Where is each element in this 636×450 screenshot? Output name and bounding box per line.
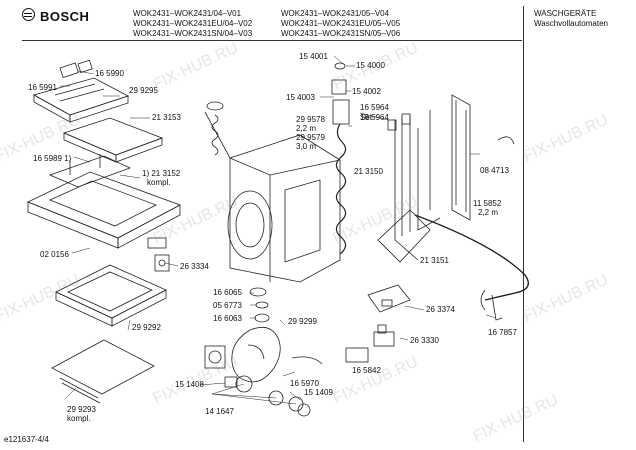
lid-panel	[51, 339, 155, 404]
model-line-4: WOK2431–WOK2431/05–V04	[281, 9, 390, 18]
subcategory-label: Waschvollautomaten	[534, 19, 608, 28]
brand-name: BOSCH	[40, 9, 90, 24]
part-label: 29 9299	[288, 317, 317, 326]
drain-hose	[414, 214, 529, 311]
model-line-2: WOK2431–WOK2431EU/04–V02	[133, 19, 253, 28]
model-line-6: WOK2431–WOK2431SN/05–V06	[281, 29, 401, 38]
category-label: WASCHGERÄTE	[534, 9, 597, 18]
header-divider	[22, 40, 522, 41]
mounting-bracket	[497, 136, 515, 145]
part-label: 16 5964	[360, 113, 389, 122]
part-label: 15 4001	[299, 52, 328, 61]
tub-assembly	[204, 111, 341, 283]
model-line-1: WOK2431–WOK2431/04–V01	[133, 9, 242, 18]
part-label: 26 3330	[410, 336, 439, 345]
drawer-housing	[62, 117, 164, 163]
part-label: 29 9579	[296, 133, 325, 142]
part-label: 15 1409	[304, 388, 333, 397]
suspension-spring	[206, 101, 224, 156]
part-label: 14 1647	[205, 407, 234, 416]
part-label: 16 6065	[213, 288, 242, 297]
part-label: 2,2 m	[296, 124, 317, 133]
top-frame	[27, 154, 181, 249]
part-label: 16 5842	[352, 366, 381, 375]
part-label: 1) 21 3152	[142, 169, 181, 178]
clip	[491, 294, 503, 321]
part-label: 16 7857	[488, 328, 517, 337]
part-label: 29 9292	[132, 323, 161, 332]
part-label: kompl.	[147, 178, 171, 187]
part-label: 26 3374	[426, 305, 455, 314]
part-label: 15 4000	[356, 61, 385, 70]
pressure-switch	[373, 324, 395, 347]
part-label: 15 4003	[286, 93, 315, 102]
part-label: 15 4002	[352, 87, 381, 96]
lid-frame	[55, 264, 167, 327]
detergent-drawer	[32, 59, 130, 123]
part-label: 29 9293	[67, 405, 96, 414]
bosch-logo-icon	[22, 8, 35, 21]
part-label: 16 5991	[28, 83, 57, 92]
column-divider	[523, 6, 524, 442]
part-label: kompl.	[67, 414, 91, 423]
part-label: 2,2 m	[478, 208, 499, 217]
door-lock	[367, 284, 411, 313]
hinge-assembly	[147, 237, 170, 272]
part-label: 21 3150	[354, 167, 383, 176]
part-label: 26 3334	[180, 262, 209, 271]
interference-filter	[345, 347, 369, 363]
part-label: 08 4713	[480, 166, 509, 175]
leader-lines	[60, 55, 497, 405]
part-label: 05 6773	[213, 301, 242, 310]
heater-element	[451, 94, 471, 221]
model-line-3: WOK2431–WOK2431SN/04–V03	[133, 29, 253, 38]
part-label: 16 5970	[290, 379, 319, 388]
part-label: 11 5852	[473, 199, 502, 208]
sump-hose-and-pump	[204, 287, 323, 417]
drawing-code: e121637-4/4	[4, 435, 49, 444]
part-label: 21 3153	[152, 113, 181, 122]
part-label: 29 9295	[129, 86, 158, 95]
part-label: 02 0156	[40, 250, 69, 259]
part-label: 16 5990	[95, 69, 124, 78]
part-label: 3,0 m	[296, 142, 317, 151]
part-label: 21 3151	[420, 256, 449, 265]
part-label: 16 5964	[360, 103, 389, 112]
wiring-harness	[377, 110, 441, 263]
model-line-5: WOK2431–WOK2431EU/05–V05	[281, 19, 401, 28]
part-label: 16 5989 1)	[33, 154, 72, 163]
part-label: Set	[360, 113, 373, 122]
part-label: 29 9578	[296, 115, 325, 124]
part-label: 15 1408	[175, 380, 204, 389]
part-label: 16 6063	[213, 314, 242, 323]
inlet-valve-hose	[331, 62, 350, 255]
